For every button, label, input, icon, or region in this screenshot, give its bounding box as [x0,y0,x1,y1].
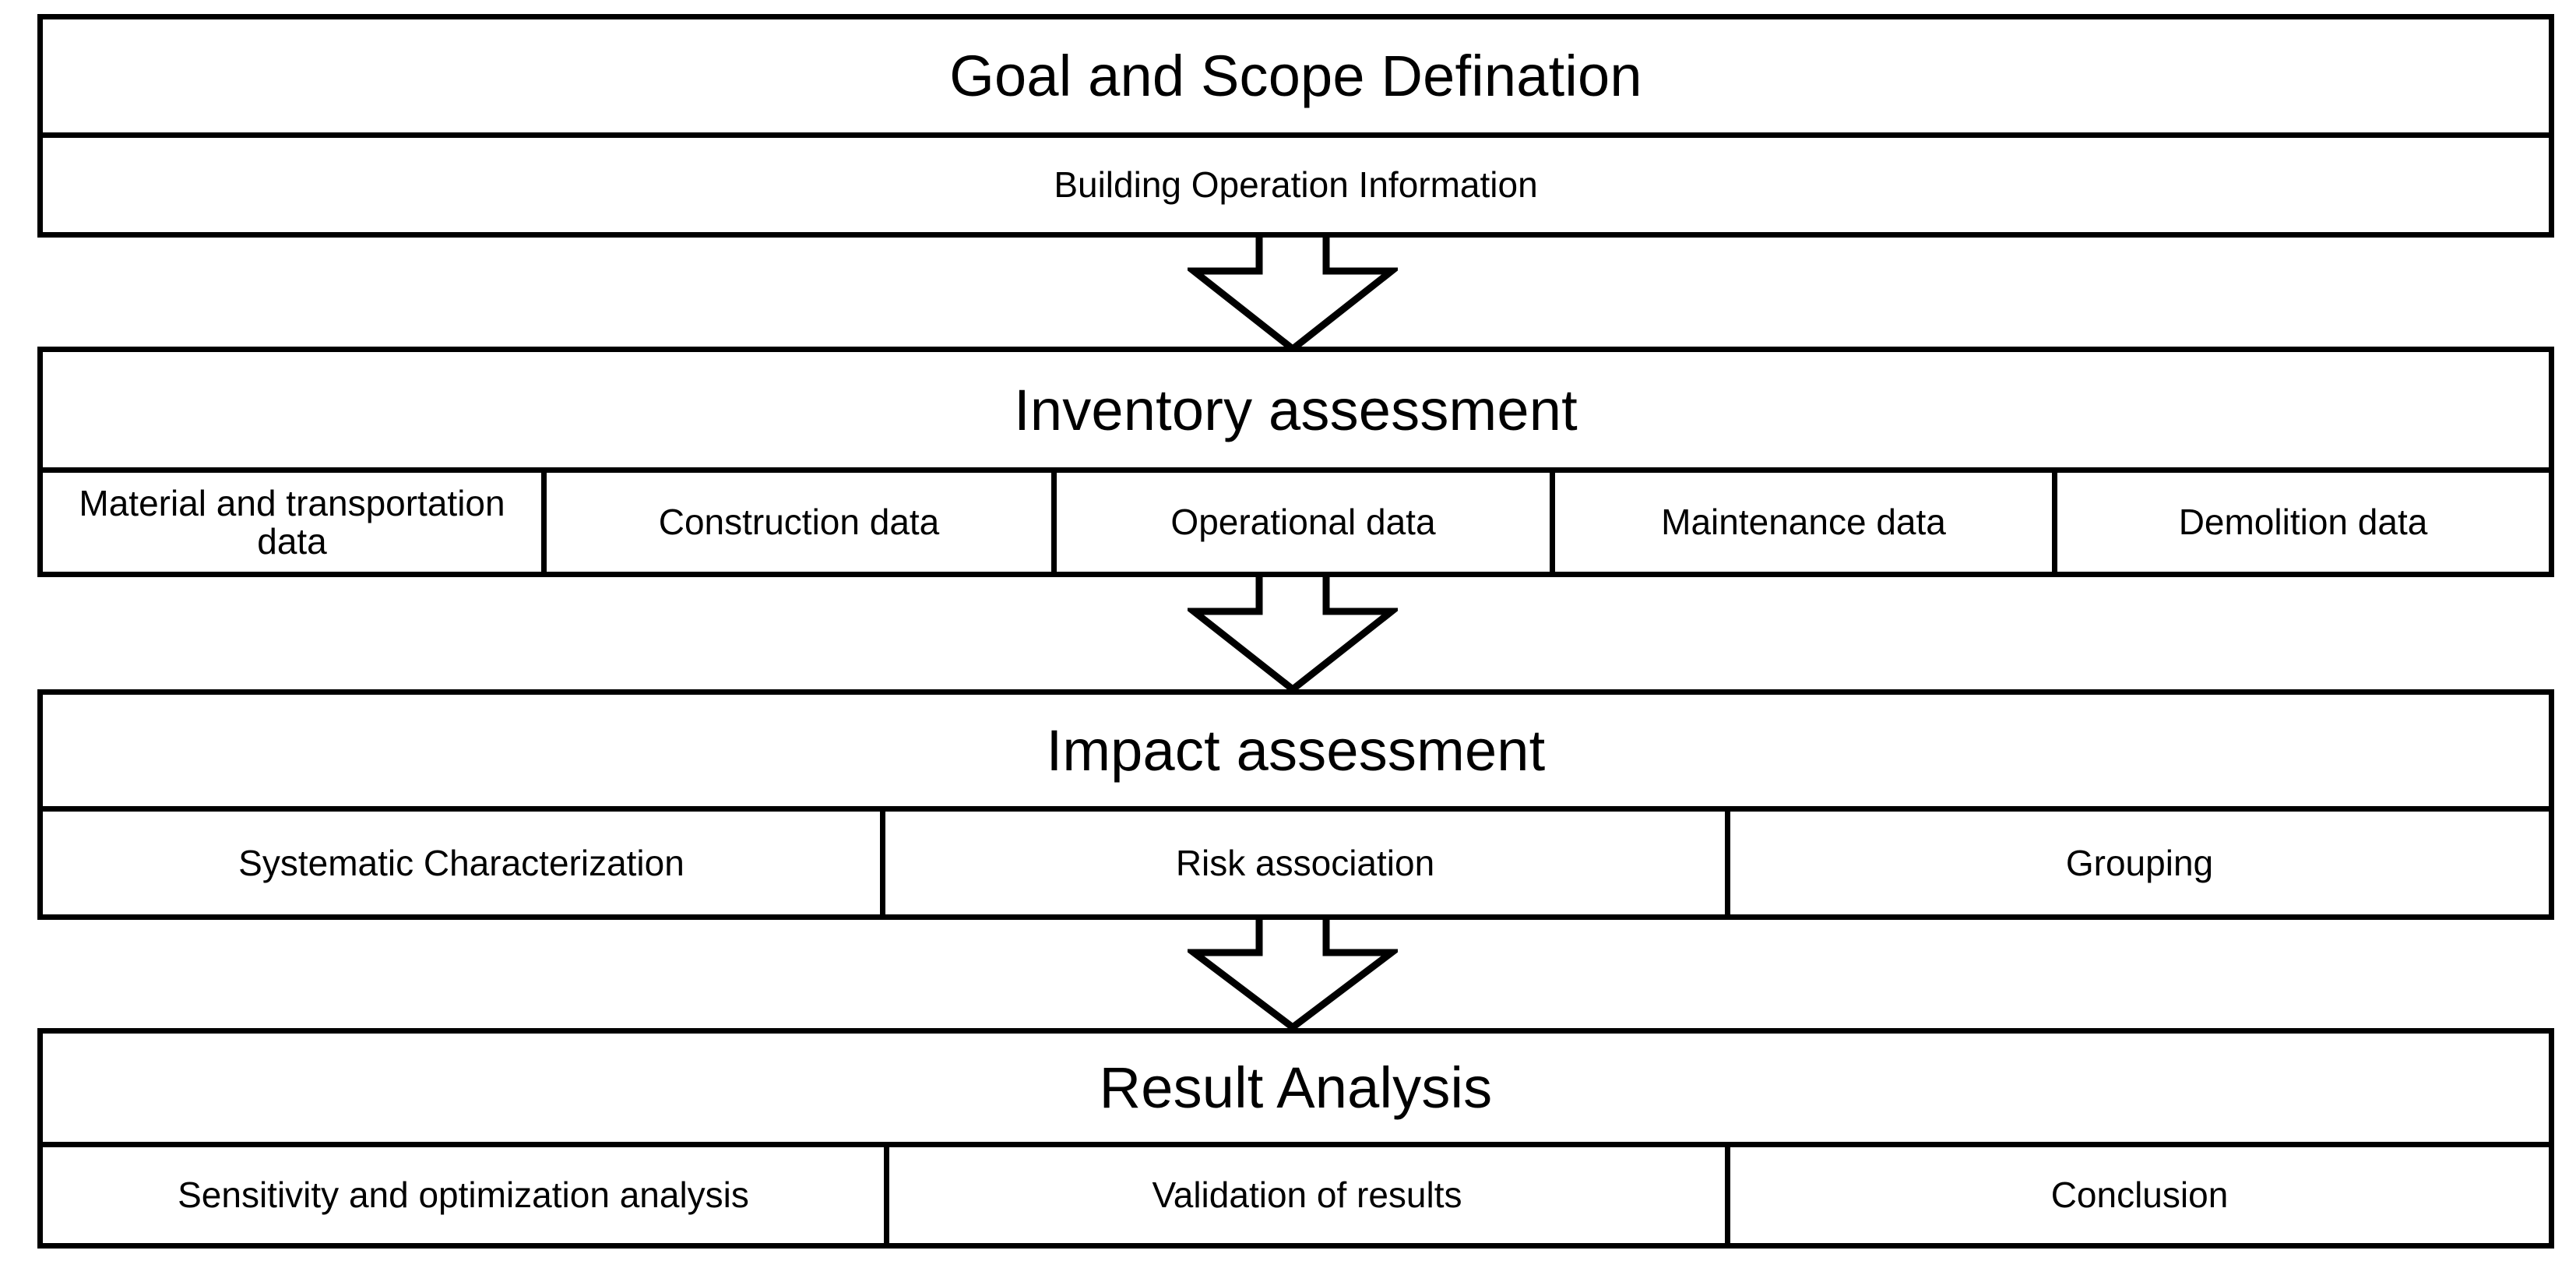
stage-result-analysis-header: Result Analysis [43,1034,2549,1142]
subcell-building-operation-information[interactable]: Building Operation Information [43,138,2549,232]
subcell-maintenance-data[interactable]: Maintenance data [1555,473,2057,572]
subcell-grouping[interactable]: Grouping [1730,812,2549,914]
subcell-construction-data[interactable]: Construction data [547,473,1057,572]
stage-impact-assessment-subrow: Systematic Characterization Risk associa… [43,806,2549,914]
stage-inventory-assessment-header: Inventory assessment [43,352,2549,467]
stage-inventory-assessment-subrow: Material and transportation data Constru… [43,467,2549,572]
stage-impact-assessment-header: Impact assessment [43,695,2549,806]
stage-result-analysis: Result Analysis Sensitivity and optimiza… [37,1028,2554,1249]
connector-arrow-3 [1188,914,1398,1032]
connector-arrow-2 [1188,571,1398,694]
block-down-arrow-icon [1188,571,1398,694]
stage-goal-and-scope: Goal and Scope Defination Building Opera… [37,14,2554,238]
stage-goal-and-scope-subrow: Building Operation Information [43,132,2549,232]
subcell-operational-data[interactable]: Operational data [1057,473,1555,572]
stage-result-analysis-subrow: Sensitivity and optimization analysis Va… [43,1142,2549,1243]
stage-goal-and-scope-header: Goal and Scope Defination [43,19,2549,133]
subcell-conclusion[interactable]: Conclusion [1730,1147,2549,1243]
subcell-material-and-transportation-data[interactable]: Material and transportation data [43,473,547,572]
subcell-validation-of-results[interactable]: Validation of results [889,1147,1730,1243]
subcell-sensitivity-and-optimization-analysis[interactable]: Sensitivity and optimization analysis [43,1147,889,1243]
stage-impact-assessment: Impact assessment Systematic Characteriz… [37,689,2554,920]
stage-inventory-assessment: Inventory assessment Material and transp… [37,347,2554,577]
connector-arrow-1 [1188,231,1398,354]
subcell-risk-association[interactable]: Risk association [885,812,1730,914]
subcell-systematic-characterization[interactable]: Systematic Characterization [43,812,885,914]
subcell-demolition-data[interactable]: Demolition data [2057,473,2549,572]
block-down-arrow-icon [1188,231,1398,354]
block-down-arrow-icon [1188,914,1398,1032]
